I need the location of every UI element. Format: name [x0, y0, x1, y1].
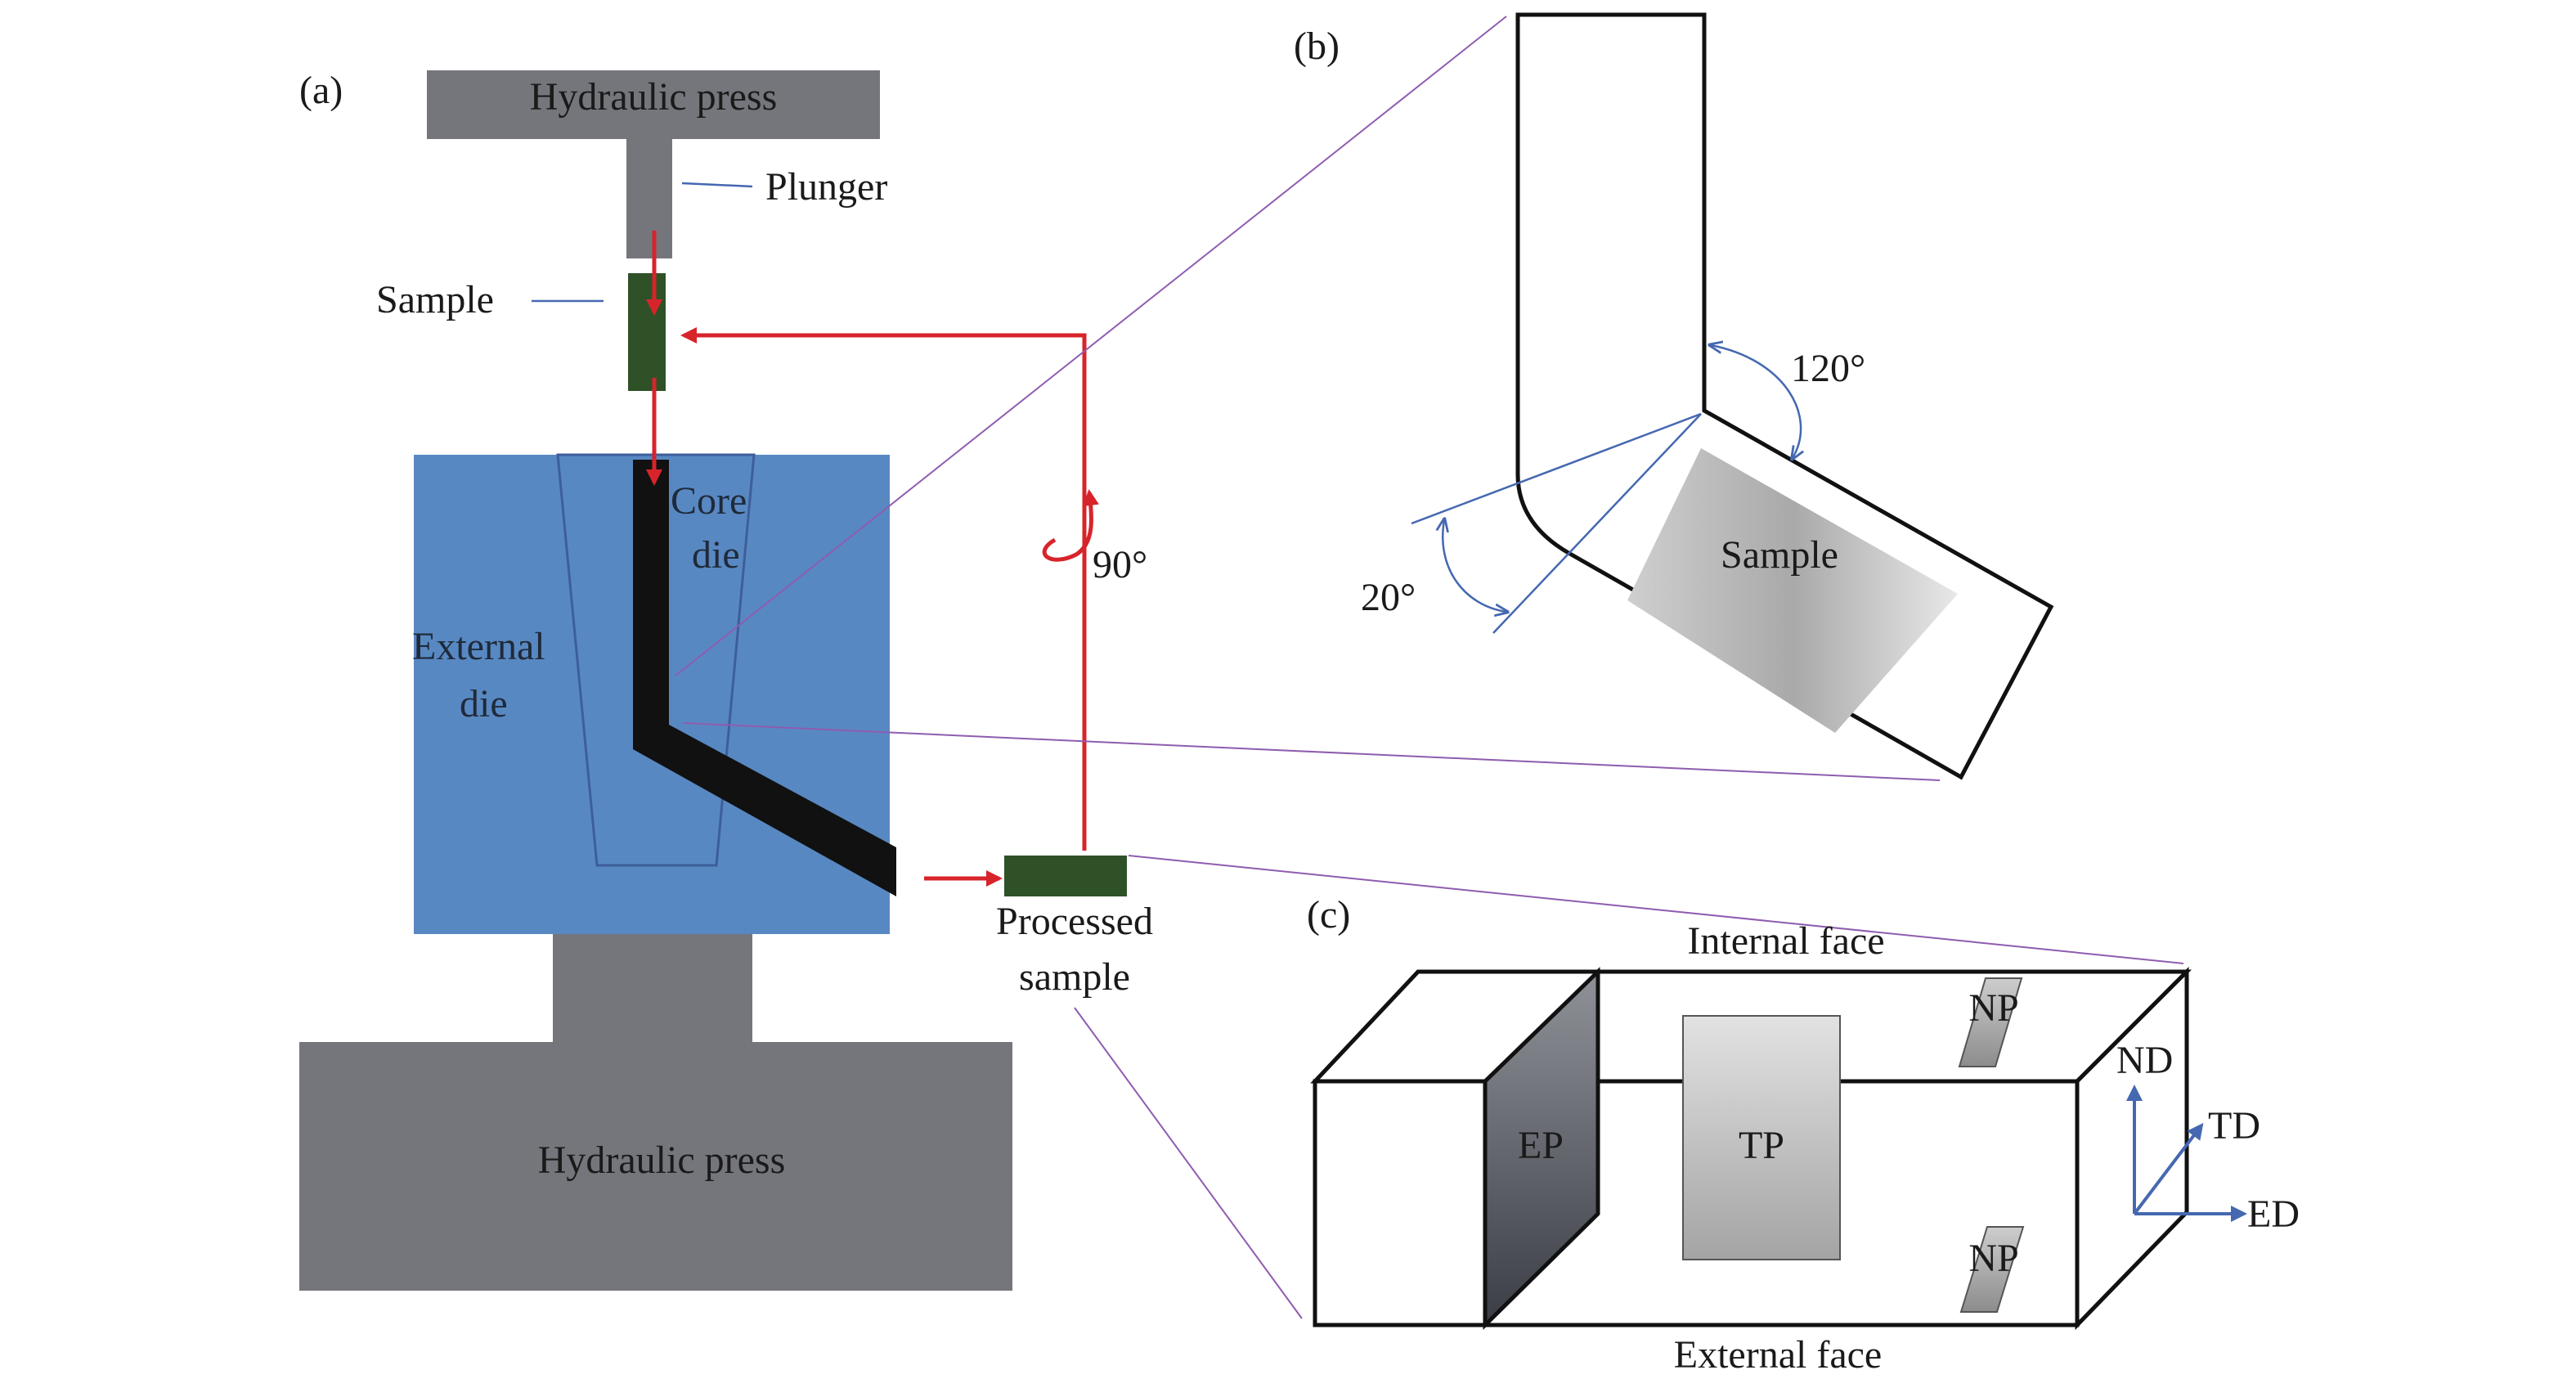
return-route-arrow — [680, 327, 1087, 851]
external-die-label-line1: External — [412, 625, 545, 668]
hydraulic-press-top-label: Hydraulic press — [530, 75, 778, 119]
corner-angle-arc — [1443, 520, 1506, 612]
tp-label: TP — [1739, 1124, 1784, 1167]
panel-b-label: (b) — [1294, 25, 1340, 68]
panel-c-label: (c) — [1307, 893, 1350, 937]
press-pedestal — [553, 934, 752, 1042]
external-die-label-line2: die — [460, 682, 508, 725]
die-channel — [633, 460, 896, 896]
rotation-angle-label: 90° — [1093, 543, 1147, 586]
np-plane-top — [1958, 977, 2023, 1067]
zoom-guide-line-b-top — [675, 16, 1507, 676]
zoom-guide-line-c-top — [1128, 855, 2184, 964]
zoom-guide-line-b-bottom — [683, 722, 1941, 781]
processed-sample — [1004, 856, 1127, 896]
sample-region-label: Sample — [1721, 533, 1838, 577]
ep-plane — [1483, 967, 1600, 1330]
channel-angle-label: 120° — [1791, 347, 1865, 390]
internal-face-label: Internal face — [1687, 919, 1884, 963]
plunger — [626, 139, 672, 258]
nd-axis-label: ND — [2116, 1039, 2173, 1082]
plunger-label: Plunger — [765, 165, 887, 209]
tp-plane — [1682, 1015, 1841, 1260]
corner-angle-label: 20° — [1361, 576, 1416, 619]
core-die — [556, 453, 756, 867]
hydraulic-press-bottom-label: Hydraulic press — [538, 1139, 786, 1182]
processed-sample-label-line1: Processed — [996, 900, 1153, 943]
channel-angle-arc — [1711, 345, 1801, 458]
td-axis-label: TD — [2208, 1104, 2260, 1148]
zoom-guide-line-c-bottom — [1074, 1007, 1303, 1319]
rotation-arrow-icon — [1042, 489, 1099, 562]
hydraulic-press-bottom — [299, 1042, 1012, 1291]
core-die-label-line2: die — [692, 533, 740, 577]
sample-label: Sample — [376, 278, 494, 321]
sample-region — [1627, 448, 1958, 733]
panel-a: (a) Hydraulic press Plunger Sample Core … — [299, 69, 1153, 1291]
panel-a-label: (a) — [299, 69, 343, 112]
np-plane-bottom — [1959, 1226, 2025, 1313]
np-top-label: NP — [1968, 986, 2018, 1030]
ed-axis-label: ED — [2247, 1193, 2300, 1236]
ep-label: EP — [1518, 1124, 1564, 1167]
td-axis-arrow — [2133, 1122, 2204, 1215]
core-die-label-line1: Core — [671, 479, 747, 523]
processed-sample-label-line2: sample — [1019, 955, 1130, 999]
hydraulic-press-top — [427, 70, 880, 139]
plunger-leader-line — [681, 182, 753, 188]
panel-b: (b) Sample 120° 20° — [675, 12, 2054, 781]
sample-billet — [628, 273, 666, 391]
corner-angle-construction-line — [1411, 412, 1702, 525]
panel-c: (c) EP TP NP NP Internal face External f… — [1074, 855, 2300, 1377]
channel-angle-construction-line — [1492, 413, 1702, 634]
external-face-label: External face — [1674, 1333, 1882, 1377]
np-bottom-label: NP — [1968, 1237, 2018, 1280]
